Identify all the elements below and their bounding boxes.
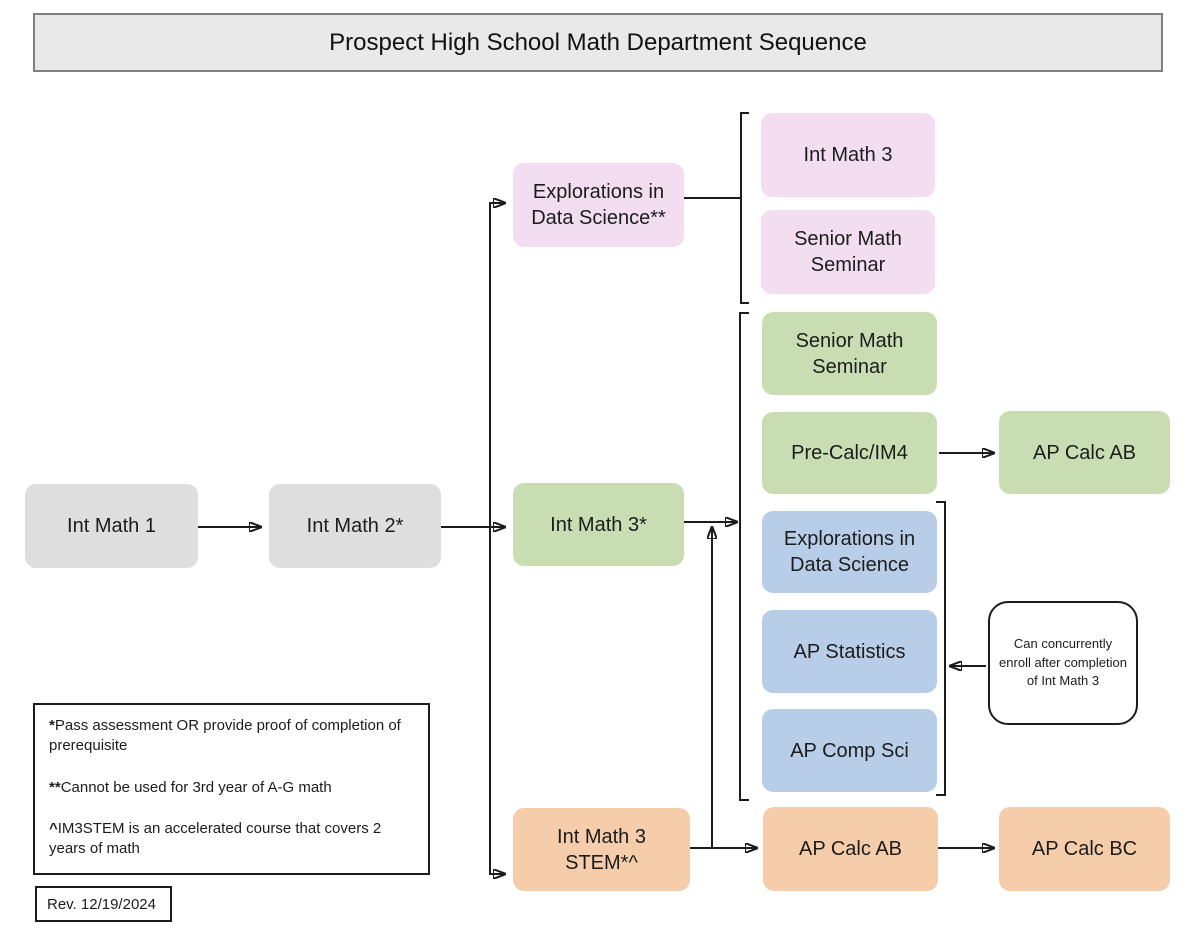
node-senior-math-seminar-pink: Senior Math Seminar: [761, 210, 935, 294]
bracket-green-blue-options: [739, 312, 749, 801]
node-int-math-3-stem: Int Math 3 STEM*^: [513, 808, 690, 891]
node-explorations-data-science-blue: Explorations in Data Science: [762, 511, 937, 593]
node-int-math-3-pink: Int Math 3: [761, 113, 935, 197]
footnote-a-g-math: **Cannot be used for 3rd year of A-G mat…: [49, 778, 414, 798]
footnote-text: IM3STEM is an accelerated course that co…: [49, 819, 382, 857]
revision-date: Rev. 12/19/2024: [47, 895, 156, 913]
node-ap-statistics: AP Statistics: [762, 610, 937, 693]
arrow-branch-up-to-eds: [489, 203, 505, 527]
node-ap-calc-ab-green: AP Calc AB: [999, 411, 1170, 494]
bracket-pink-options: [740, 112, 749, 304]
node-int-math-3-star: Int Math 3*: [513, 483, 684, 566]
revision-date-box: Rev. 12/19/2024: [35, 886, 172, 922]
footnote-text: Pass assessment OR provide proof of comp…: [49, 717, 401, 755]
arrow-branch-down-to-stem: [489, 527, 505, 874]
node-int-math-2: Int Math 2*: [269, 484, 441, 568]
node-ap-calc-ab-orange: AP Calc AB: [763, 807, 938, 891]
node-ap-comp-sci: AP Comp Sci: [762, 709, 937, 792]
footnote-text: Cannot be used for 3rd year of A-G math: [60, 778, 332, 796]
node-explorations-data-science-footnoted: Explorations in Data Science**: [513, 163, 684, 247]
footnote-marker: **: [49, 778, 61, 796]
concurrent-enrollment-callout: Can concurrently enroll after completion…: [988, 601, 1138, 725]
bracket-blue-concurrent: [936, 501, 946, 796]
diagram-title: Prospect High School Math Department Seq…: [329, 28, 867, 56]
node-pre-calc-im4: Pre-Calc/IM4: [762, 412, 937, 494]
node-ap-calc-bc: AP Calc BC: [999, 807, 1170, 891]
footnote-marker: ^: [49, 819, 58, 837]
diagram-title-bar: Prospect High School Math Department Seq…: [33, 13, 1163, 72]
footnote-marker: *: [49, 717, 55, 734]
footnote-im3stem: ^IM3STEM is an accelerated course that c…: [49, 819, 414, 860]
node-senior-math-seminar-green: Senior Math Seminar: [762, 312, 937, 395]
callout-text: Can concurrently enroll after completion…: [999, 635, 1127, 689]
node-int-math-1: Int Math 1: [25, 484, 198, 568]
footnote-pass-assessment: *Pass assessment OR provide proof of com…: [49, 716, 414, 757]
footnote-legend: *Pass assessment OR provide proof of com…: [33, 703, 430, 875]
